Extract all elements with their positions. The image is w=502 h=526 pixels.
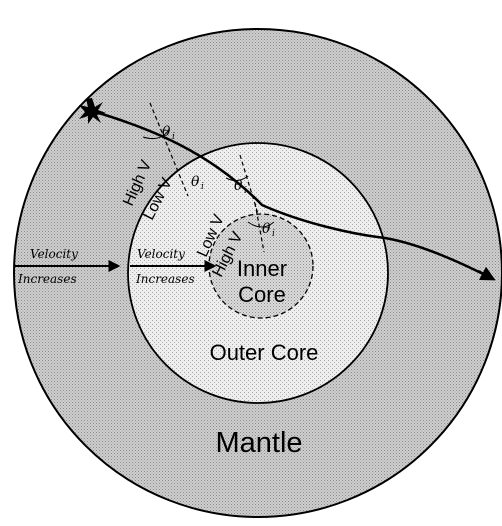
theta-label-3: θ i <box>234 178 247 196</box>
theta-label-2: θ i <box>191 174 204 192</box>
label-velocity-outer-core: Velocity <box>137 247 185 261</box>
label-inner-core-line1: Inner <box>237 256 287 281</box>
svg-text:θ: θ <box>191 174 200 190</box>
normal-line-inner-core <box>254 202 265 253</box>
label-inner-core-line2: Core <box>238 282 286 307</box>
seismic-ray-path <box>91 109 494 281</box>
label-mantle: Mantle <box>215 427 302 459</box>
label-increases-outer-core: Increases <box>135 272 195 286</box>
label-outer-core: Outer Core <box>210 340 319 365</box>
svg-text:i: i <box>201 182 204 192</box>
angle-arc-3 <box>247 221 275 228</box>
angle-arc-1 <box>142 130 169 139</box>
theta-label-1: θ i <box>162 124 175 142</box>
svg-text:θ: θ <box>162 124 171 140</box>
svg-text:θ: θ <box>262 221 271 237</box>
earthquake-source-icon <box>79 98 106 124</box>
svg-text:i: i <box>244 186 247 196</box>
theta-label-4: θ i <box>262 221 275 239</box>
svg-text:i: i <box>172 132 175 142</box>
normal-line-mantle <box>149 102 189 197</box>
svg-text:θ: θ <box>234 178 243 194</box>
svg-text:i: i <box>272 229 275 239</box>
ray-exit-arrow <box>477 266 496 281</box>
label-velocity-mantle: Velocity <box>30 247 78 261</box>
angle-arc-2 <box>225 175 249 182</box>
label-increases-mantle: Increases <box>17 272 77 286</box>
